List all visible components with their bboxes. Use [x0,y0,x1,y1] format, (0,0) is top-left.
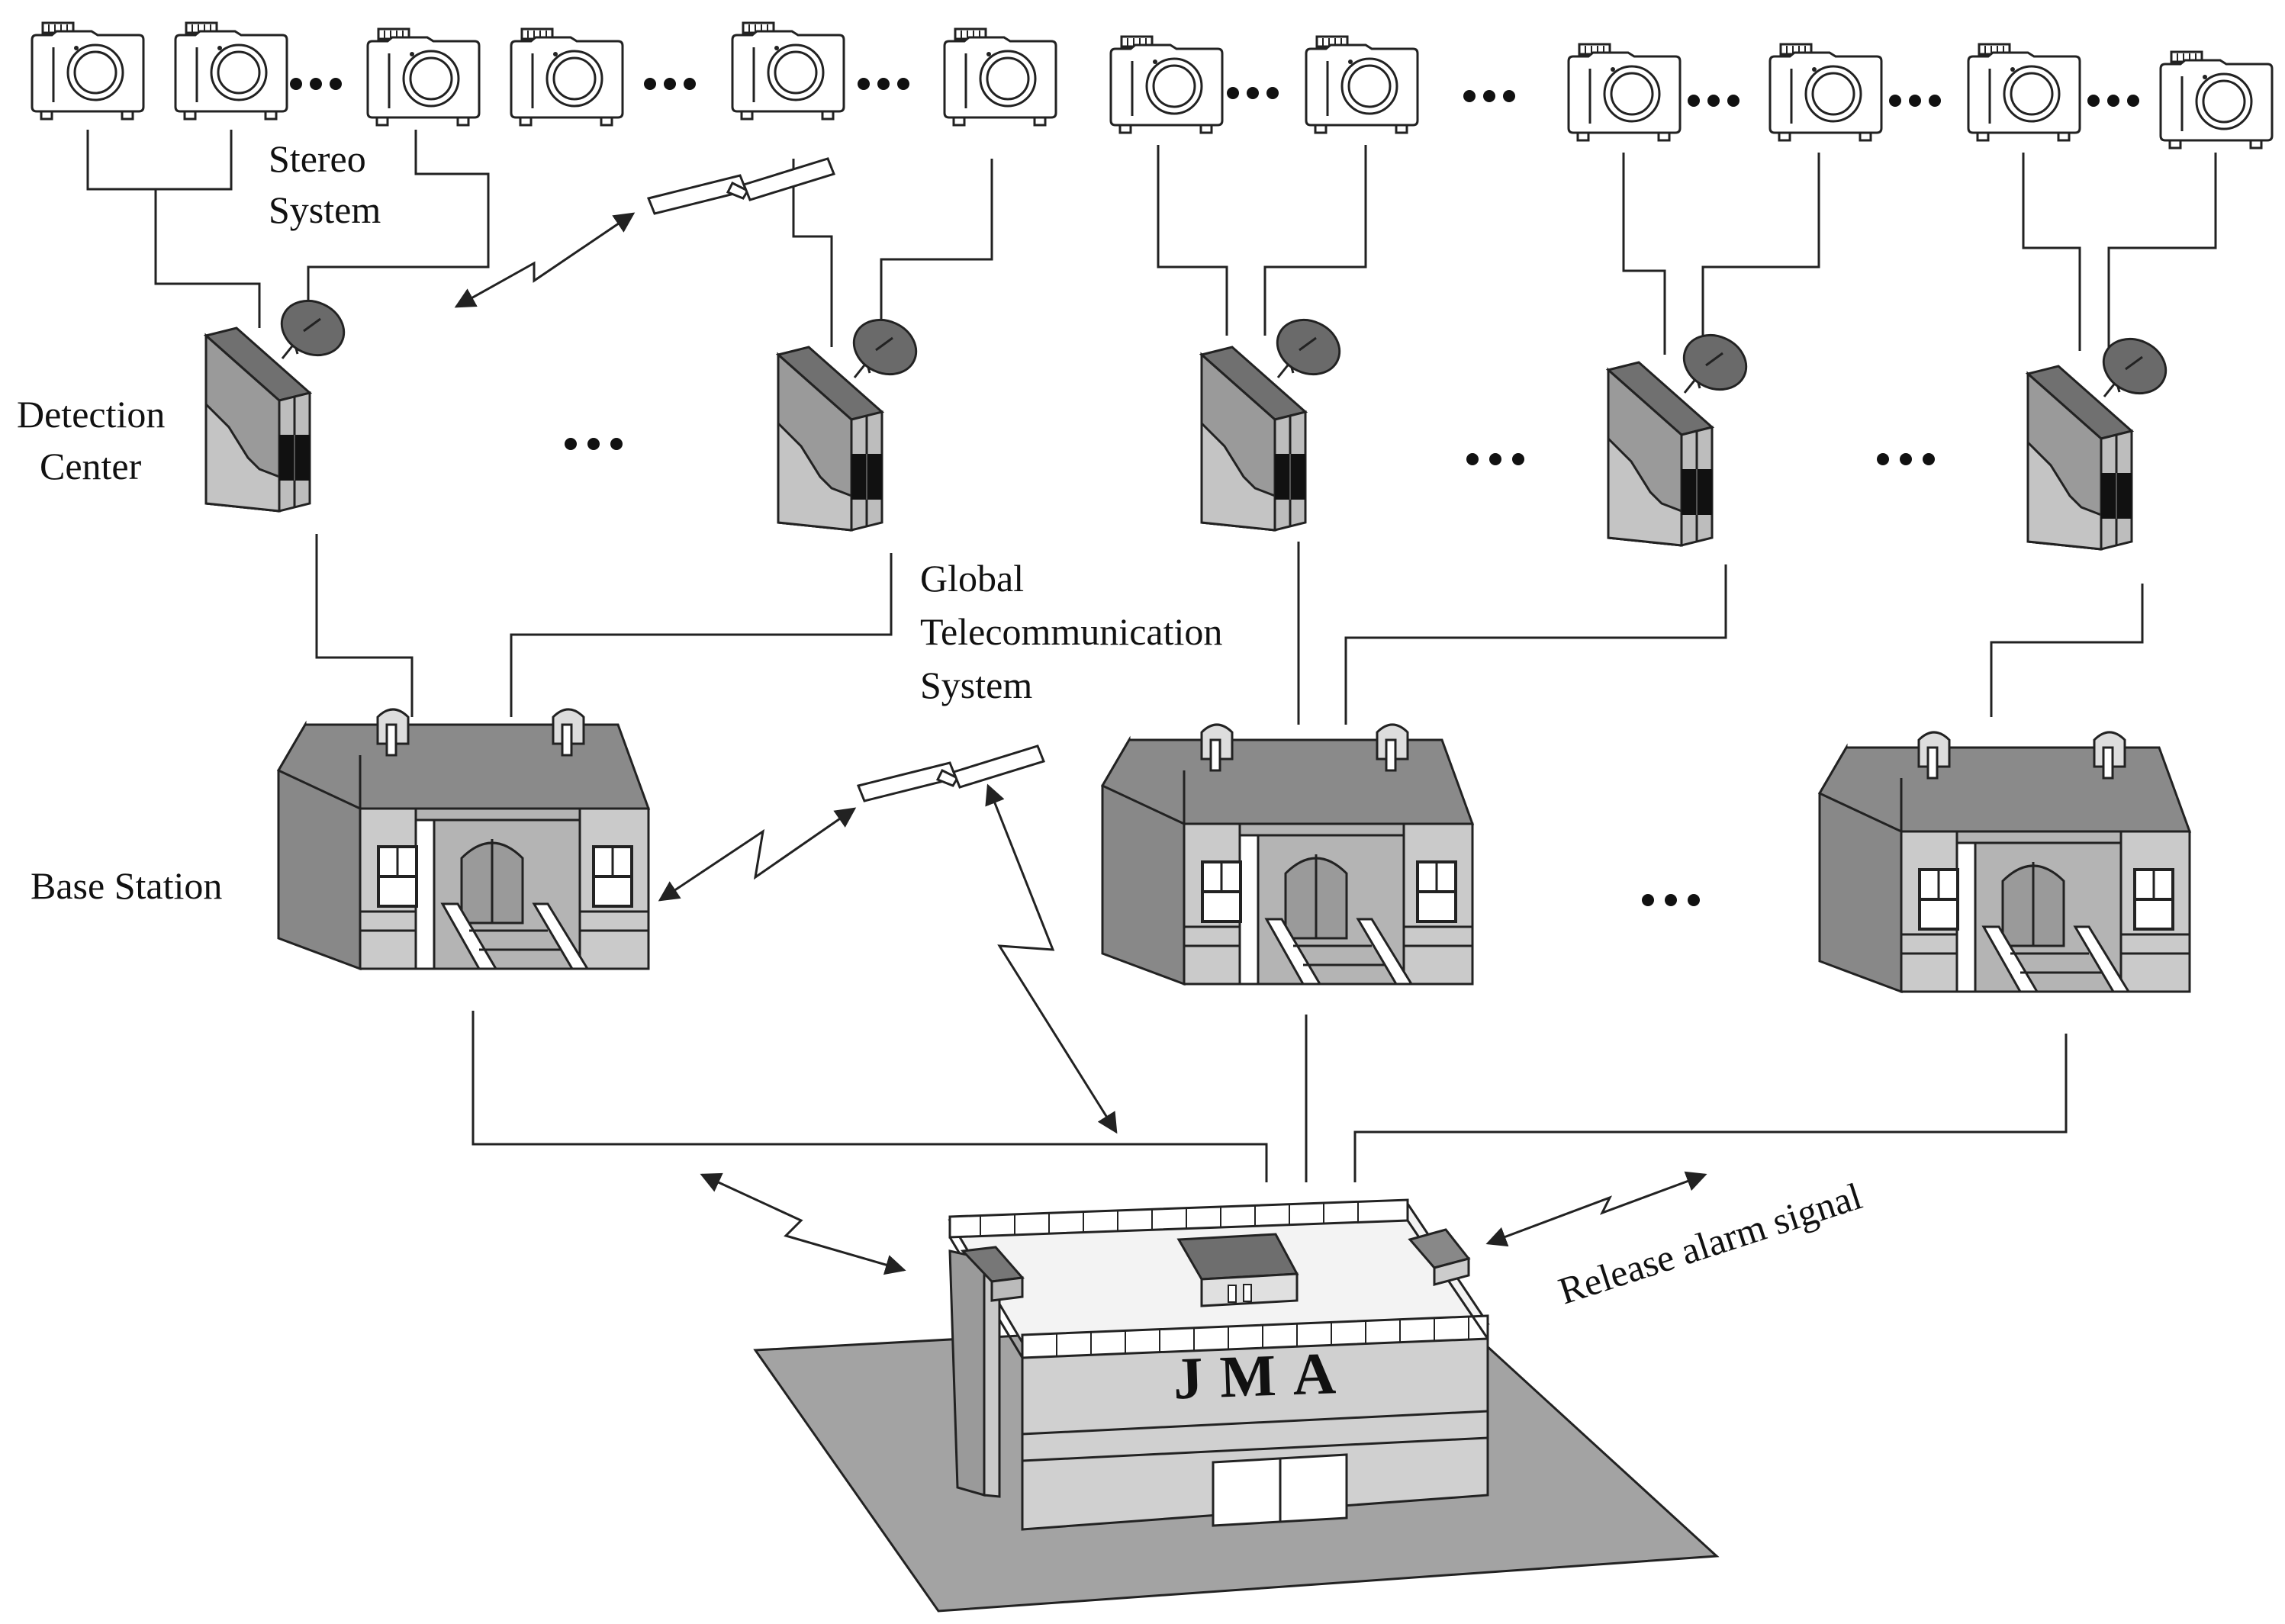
stereo-system-label-line2: System [269,188,381,231]
satellite-icon [857,744,1045,802]
camera-icon [174,21,288,121]
camera-icon [510,27,624,127]
base-to-hq-wiring [471,1011,2068,1182]
camera-wiring [86,130,2217,355]
radio-links [454,212,1707,1275]
camera-icon [1305,35,1419,134]
detection-center-cabinet [1607,323,1756,547]
global-telecom-label-line3: System [920,664,1032,706]
base-station-building [1818,731,2191,993]
global-telecom-label-line1: Global [920,557,1024,600]
base-station-label: Base Station [31,864,222,907]
camera-icon [1109,35,1224,134]
camera-row [31,21,2274,150]
detection-to-base-wiring [315,534,2144,725]
detection-center-label-line1: Detection [17,393,165,436]
jma-sign: JMA [1172,1339,1353,1411]
base-stations [277,708,2191,993]
camera-icon [1967,43,2081,142]
jma-headquarters-building: JMA [753,1198,1720,1613]
camera-icon [731,21,845,121]
detection-center-cabinet [2026,327,2176,551]
detection-center-label-line2: Center [40,445,142,487]
camera-icon [943,27,1057,127]
global-telecom-label-line2: Telecommunication [920,610,1222,653]
detection-center-cabinet [204,289,354,513]
detection-center-cabinet [1200,308,1350,532]
camera-icon [2159,50,2274,150]
base-station-building [277,708,650,970]
camera-icon [1768,43,1883,142]
camera-icon [366,27,481,127]
detection-centers [204,289,2176,551]
camera-icon [1567,43,1682,142]
base-station-building [1101,723,1474,986]
detection-center-cabinet [777,308,926,532]
release-alarm-signal-label: Release alarm signal [1553,1174,1867,1312]
ellipsis-dots [290,78,2139,906]
camera-icon [31,21,145,121]
satellite-icon [647,157,835,215]
stereo-system-label-line1: Stereo [269,137,366,180]
